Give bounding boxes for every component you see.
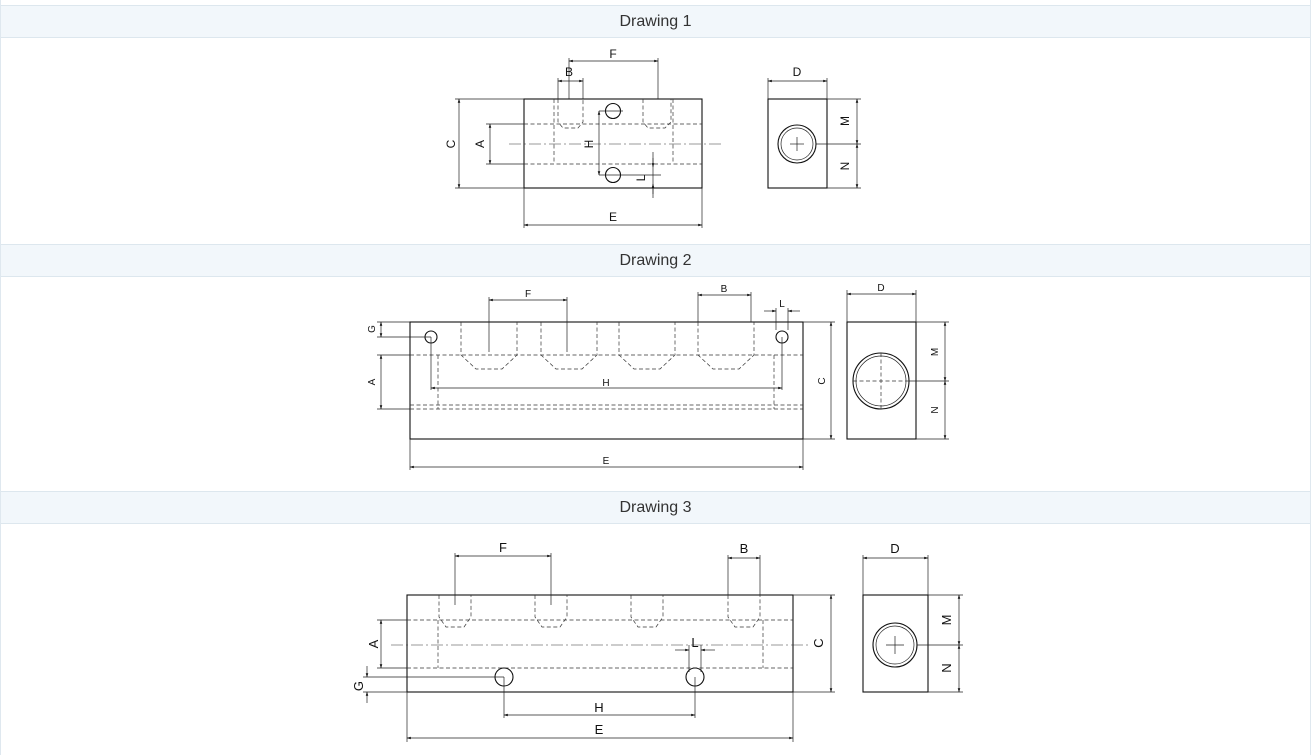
d2-label-l: L xyxy=(779,299,785,310)
d3-label-h: H xyxy=(594,700,603,715)
d3-label-d: D xyxy=(890,541,899,556)
drawing-1-header: Drawing 1 xyxy=(1,5,1310,38)
d3-label-e: E xyxy=(595,722,604,737)
d3-label-b: B xyxy=(740,541,749,556)
d1-side-body xyxy=(767,98,828,189)
d1-label-c: C xyxy=(444,139,458,148)
d1-label-a: A xyxy=(473,140,487,148)
drawing-3-panel: H F B L A G xyxy=(1,524,1310,755)
d2-label-a: A xyxy=(367,378,378,385)
d3-label-a: A xyxy=(366,639,381,648)
d3-label-f: F xyxy=(499,540,507,555)
d2-label-n: N xyxy=(930,406,941,413)
drawing-2-panel: H F B L G A xyxy=(1,277,1310,491)
d1-front-body xyxy=(523,98,703,189)
d2-label-c: C xyxy=(817,377,828,384)
d2-label-b: B xyxy=(721,284,728,295)
drawing-2-title: Drawing 2 xyxy=(619,252,692,269)
drawing-3-header: Drawing 3 xyxy=(1,491,1310,524)
drawing-1-panel: F B C A H L xyxy=(1,38,1310,244)
d2-front-body xyxy=(409,321,804,440)
d3-label-l: L xyxy=(691,635,698,650)
d2-label-h: H xyxy=(602,378,609,389)
d2-label-g: G xyxy=(367,325,378,333)
d3-side-body xyxy=(862,594,929,693)
d3-label-g: G xyxy=(351,681,366,691)
d3-label-m: M xyxy=(939,615,954,626)
d1-label-e: E xyxy=(609,210,617,224)
d1-label-m: M xyxy=(838,116,852,126)
d1-label-l: L xyxy=(634,174,648,181)
drawing-1-figure: F B C A H L xyxy=(444,47,861,228)
drawing-2-header: Drawing 2 xyxy=(1,244,1310,277)
d1-label-f: F xyxy=(609,47,616,61)
d2-label-f: F xyxy=(525,289,531,300)
d1-label-b: B xyxy=(565,65,573,79)
d2-label-d: D xyxy=(877,283,884,294)
drawing-2-figure: H F B L G A xyxy=(367,283,949,470)
drawing-1-title: Drawing 1 xyxy=(619,13,692,30)
d1-label-d: D xyxy=(793,65,802,79)
d2-label-m: M xyxy=(930,348,941,356)
d3-label-n: N xyxy=(939,663,954,672)
d2-label-e: E xyxy=(603,456,610,467)
drawing-3-title: Drawing 3 xyxy=(619,499,692,516)
d3-label-c: C xyxy=(811,638,826,647)
d1-label-h: H xyxy=(582,140,596,149)
d3-front-body xyxy=(406,594,794,693)
d1-label-n: N xyxy=(838,162,852,171)
d2-side-body xyxy=(846,321,917,440)
drawing-3-figure: H F B L A G xyxy=(351,540,963,742)
